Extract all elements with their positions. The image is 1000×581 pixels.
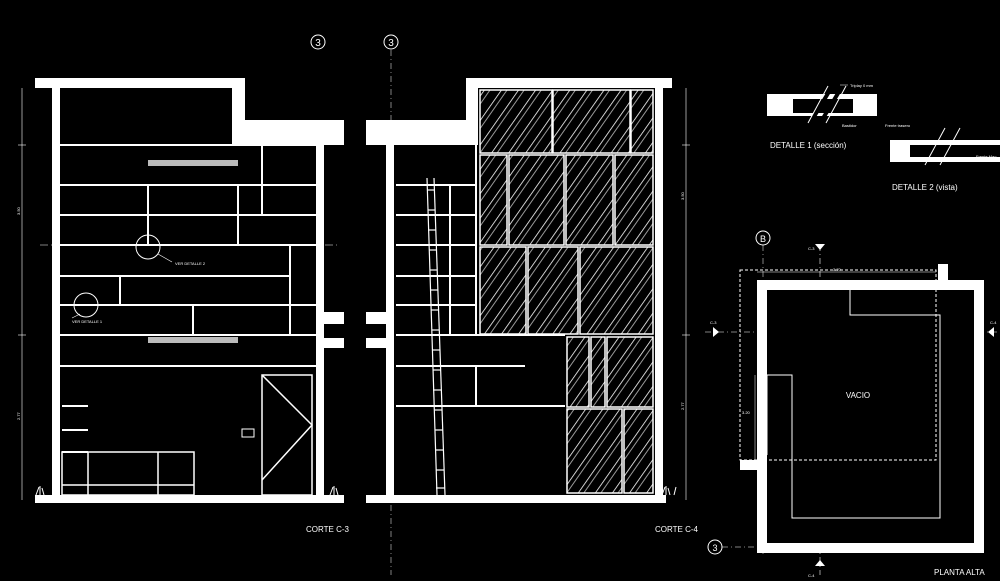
detail-title: DETALLE 1 (sección) (770, 141, 847, 150)
cut-mark-label: C-4 (808, 573, 815, 578)
left-wall (386, 145, 394, 498)
right-wall (655, 88, 663, 498)
dimension-text: 3.20 (742, 410, 751, 415)
detail-note: Frente trasero (885, 123, 911, 128)
detail-callout-circle (135, 234, 161, 260)
detail-note: Bastidor (842, 123, 857, 128)
section-title: CORTE C-3 (306, 525, 350, 534)
axis-label: 3 (712, 543, 717, 553)
dimension-text: 3.50 (680, 191, 685, 200)
dimension-text: 3.70 (833, 267, 842, 272)
ladder (426, 177, 446, 496)
detail-callout-circle (73, 292, 99, 318)
detail-2: Frente Mao DETALLE 2 (vista) (890, 127, 1000, 192)
detail-callout-label: VER DETALLE 2 (175, 261, 206, 266)
switch-plate (241, 428, 255, 438)
void-label: VACIO (846, 391, 870, 400)
axis-label: 3 (388, 38, 394, 49)
cut-mark-label: C-4 (990, 320, 997, 325)
dimension-text: 2.77 (680, 401, 685, 410)
floor-slab (35, 495, 344, 503)
detail-callout-label: VER DETALLE 1 (72, 319, 103, 324)
detail-note: Triplay 0 mm (850, 83, 874, 88)
grid-axis-marker-left: 3 (310, 34, 326, 50)
right-wall (316, 145, 324, 498)
floor-slab (366, 495, 666, 503)
door-elevation (261, 374, 314, 496)
light-fixture (148, 160, 238, 166)
cut-mark-label: C-3 (710, 320, 717, 325)
light-fixture (148, 337, 238, 343)
glazed-panels (479, 89, 654, 494)
axis-label: B (760, 234, 766, 244)
left-wall (52, 88, 60, 498)
section-title: CORTE C-4 (655, 525, 699, 534)
grid-axis-marker-right: 3 (383, 34, 399, 50)
dimension-text: 3.50 (16, 206, 21, 215)
detail-title: DETALLE 2 (vista) (892, 183, 958, 192)
detail-1: Triplay 0 mm Bastidor Frente trasero DET… (767, 83, 911, 150)
cut-mark-label: C-3 (808, 246, 815, 251)
section-c4: 3.50 2.77 CORTE C-4 (366, 78, 699, 534)
plan-title: PLANTA ALTA (934, 568, 985, 577)
dimension-text: 2.77 (16, 411, 21, 420)
axis-label: 3 (315, 38, 321, 49)
detail-note: Frente Mao (976, 154, 997, 159)
base-cabinet (61, 451, 195, 496)
section-c3: VER DETALLE 2 VER DETALLE 1 3.50 2.77 CO… (16, 78, 350, 534)
upper-floor-plan: B 3.70 3.20 C-3 C-4 C-3 C-4 VACIO (705, 230, 1000, 578)
